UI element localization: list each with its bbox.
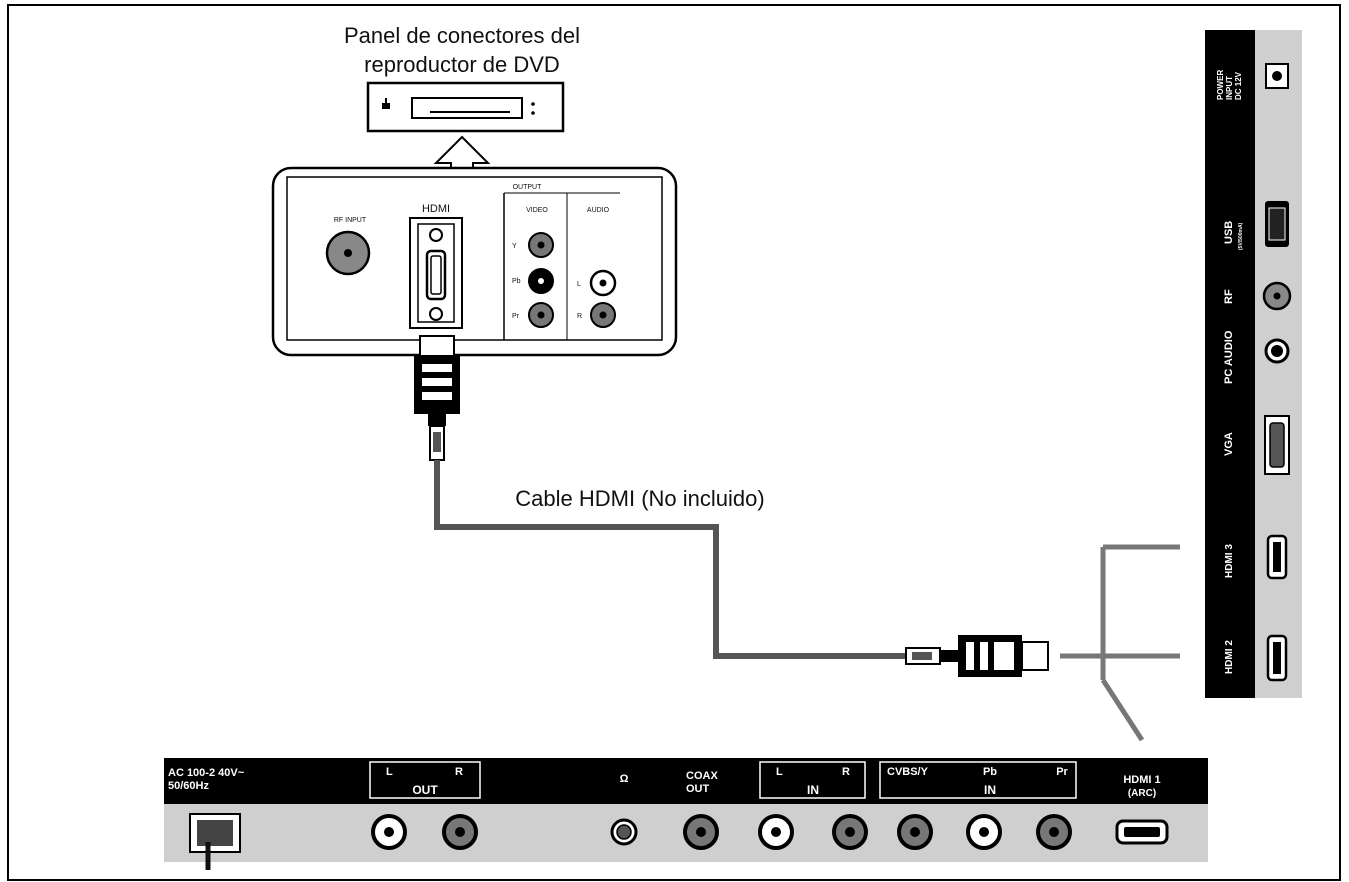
tv-out-box — [369, 761, 481, 799]
dvd-video-pb-jack — [528, 268, 554, 294]
diagram-frame — [7, 4, 1341, 881]
hdmi-plug-bottom — [905, 635, 1049, 677]
dvd-audio-l-label: L — [577, 281, 581, 288]
hdmi-plug-top — [414, 335, 460, 461]
tv-out-r-jack — [442, 814, 478, 850]
tv-out-l-jack — [371, 814, 407, 850]
dvd-video-y-jack — [528, 232, 554, 258]
tv-hdmi3-label: HDMI 3 — [1224, 544, 1235, 578]
tv-coax-label-1: COAX — [686, 770, 718, 782]
tv-arc-label: (ARC) — [1128, 788, 1156, 799]
tv-in-label-2: IN — [984, 783, 996, 797]
tv-hdmi1-port — [1115, 819, 1169, 845]
tv-pc-audio-jack — [1264, 338, 1290, 364]
tv-side-panel: POWER INPUT DC 12V USB (5V/500mA) RF PC … — [1205, 30, 1302, 698]
dvd-audio-r-jack — [590, 302, 616, 328]
tv-out-r-label: R — [455, 766, 463, 778]
tv-rf-label: RF — [1223, 289, 1235, 304]
tv-guide-lines — [1060, 544, 1180, 742]
tv-pb-label: Pb — [983, 766, 997, 778]
tv-hdmi1-label: HDMI 1 — [1123, 774, 1160, 786]
tv-hdmi2-label: HDMI 2 — [1224, 640, 1235, 674]
tv-in-l-label: L — [776, 766, 783, 778]
tv-in-label-1: IN — [807, 783, 819, 797]
tv-out-l-label: L — [386, 766, 393, 778]
dvd-pr-label: Pr — [512, 313, 520, 320]
dvd-y-label: Y — [512, 243, 517, 250]
tv-pc-audio-label: PC AUDIO — [1223, 330, 1235, 384]
tv-in-box-2 — [879, 761, 1077, 799]
dvd-player-icon — [366, 81, 565, 133]
dvd-rf-input-label: RF INPUT — [334, 217, 367, 224]
tv-headphone-label: Ω — [620, 773, 629, 785]
tv-ac-label-1: AC 100-2 40V~ — [168, 767, 245, 779]
tv-rf-jack — [1262, 281, 1292, 311]
tv-ac-socket — [189, 813, 241, 870]
hdmi-cable — [434, 460, 908, 659]
tv-coax-jack — [683, 814, 719, 850]
dvd-audio-l-jack — [589, 269, 617, 297]
tv-power-jack — [1265, 63, 1289, 89]
tv-cvbs-jack — [897, 814, 933, 850]
tv-pr-jack — [1036, 814, 1072, 850]
tv-coax-label-2: OUT — [686, 783, 710, 795]
dvd-video-label: VIDEO — [526, 207, 548, 214]
tv-usb-sub-label: (5V/500mA) — [1238, 222, 1244, 250]
tv-in-r-label: R — [842, 766, 850, 778]
dvd-caption-line1: Panel de conectores del — [344, 23, 580, 48]
tv-power-label-1: POWER — [1216, 70, 1225, 100]
tv-headphone-jack — [610, 818, 638, 846]
tv-in-r-jack — [832, 814, 868, 850]
dvd-hdmi-label: HDMI — [422, 203, 450, 215]
tv-ac-label-2: 50/60Hz — [168, 780, 209, 792]
dvd-hdmi-port — [409, 217, 463, 329]
dvd-audio-label: AUDIO — [587, 207, 610, 214]
tv-hdmi2-port — [1266, 634, 1288, 682]
tv-pb-jack — [966, 814, 1002, 850]
tv-in-box-1 — [759, 761, 866, 799]
dvd-video-pr-jack — [528, 302, 554, 328]
dvd-audio-r-label: R — [577, 313, 582, 320]
tv-pr-label: Pr — [1056, 766, 1068, 778]
dvd-output-label: OUTPUT — [513, 184, 543, 191]
tv-power-label-3: DC 12V — [1234, 71, 1243, 100]
tv-vga-port — [1264, 415, 1290, 475]
tv-in-l-jack — [758, 814, 794, 850]
tv-hdmi3-port — [1266, 534, 1288, 580]
tv-usb-label: USB — [1223, 221, 1235, 244]
tv-vga-label: VGA — [1223, 432, 1235, 456]
tv-power-label-2: INPUT — [1225, 76, 1234, 100]
dvd-caption-line2: reproductor de DVD — [364, 52, 560, 77]
dvd-connector-panel: RF INPUT HDMI OUTPUT VIDEO AUDIO Y Pb Pr… — [271, 166, 678, 357]
dvd-rf-jack — [325, 230, 371, 276]
tv-bottom-panel: AC 100-2 40V~ 50/60Hz L R OUT Ω COAX OUT… — [164, 758, 1208, 870]
tv-usb-port — [1265, 201, 1289, 247]
dvd-pb-label: Pb — [512, 278, 521, 285]
tv-out-label: OUT — [412, 783, 438, 797]
cable-caption: Cable HDMI (No incluido) — [515, 486, 764, 511]
tv-cvbs-label: CVBS/Y — [887, 766, 929, 778]
